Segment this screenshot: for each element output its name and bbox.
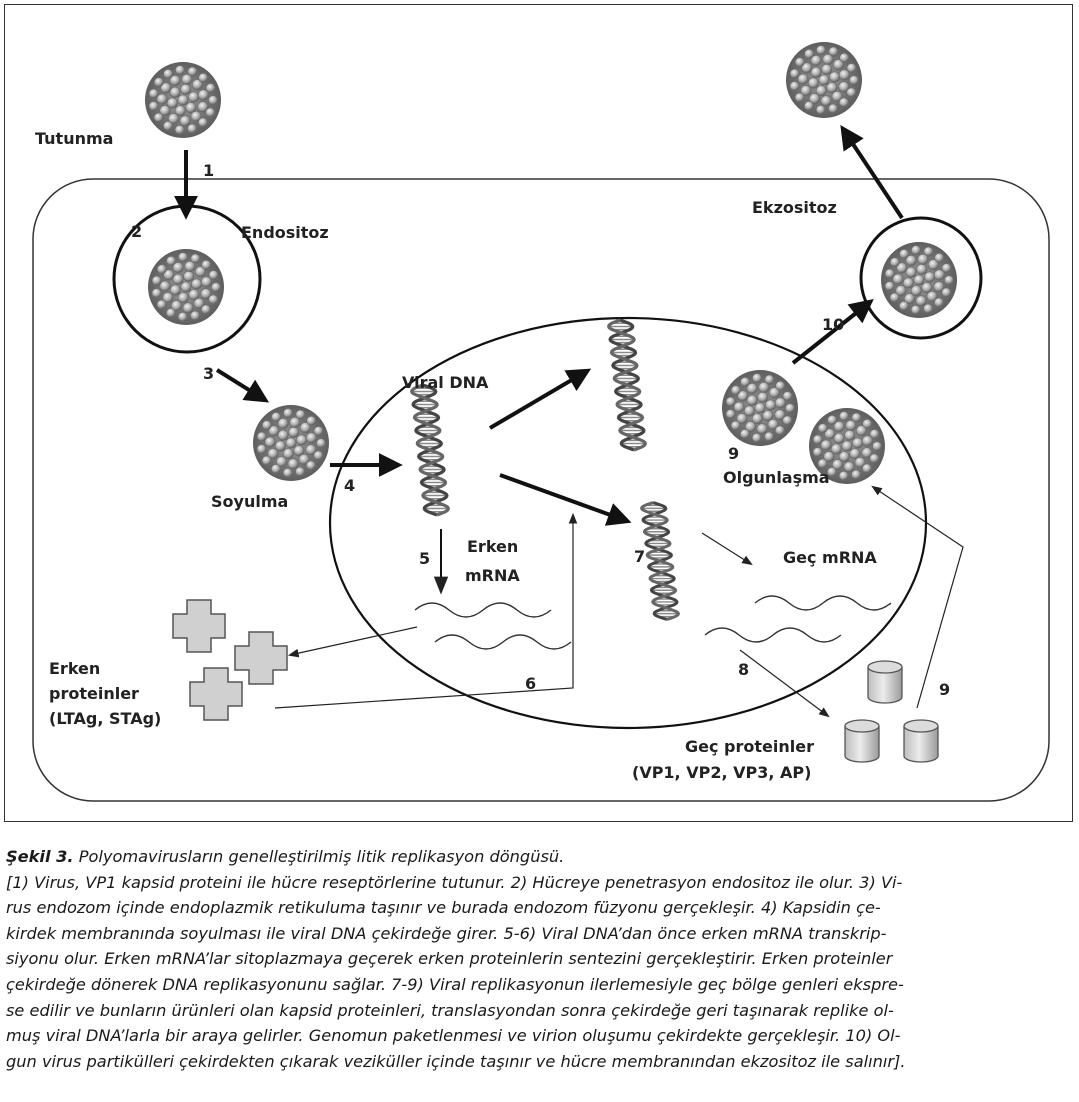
early-mrna-wave-1 (414, 602, 552, 618)
step-number-4: 4 (344, 476, 355, 495)
step-number-9-transport: 9 (939, 680, 950, 699)
caption-line: muş viral DNA’larla bir araya gelirler. … (6, 1026, 901, 1046)
caption-line: rus endozom içinde endoplazmik retikulum… (6, 898, 881, 918)
late-protein-1 (867, 660, 903, 704)
caption-line: gun virus partikülleri çekirdekten çıkar… (6, 1051, 906, 1071)
caption-title: Şekil 3. Polyomavirusların genelleştiril… (6, 844, 1072, 870)
step-number-6: 6 (525, 674, 536, 693)
label-erken-mrna-line2: mRNA (465, 566, 520, 585)
late-mrna-wave-1 (754, 595, 892, 611)
step-number-7: 7 (634, 547, 645, 566)
cell-membrane (32, 178, 1050, 802)
label-erken-mrna-line1: Erken (467, 537, 518, 556)
arrow-step-9 (871, 485, 964, 709)
step-number-10: 10 (822, 315, 844, 334)
virion-exocytosis-vesicle (880, 241, 958, 319)
arrow-early-proteins (287, 626, 418, 658)
figure-caption: Şekil 3. Polyomavirusların genelleştiril… (6, 844, 1072, 1074)
label-ekzositoz: Ekzositoz (752, 198, 837, 217)
arrow-dna-replication (488, 368, 592, 430)
caption-line: siyonu olur. Erken mRNA’lar sitoplazmaya… (6, 949, 893, 969)
caption-line: se edilir ve bunların ürünleri olan kaps… (6, 1000, 894, 1020)
early-protein-1 (172, 599, 226, 653)
step-number-3: 3 (203, 364, 214, 383)
label-olgunlasma: Olgunlaşma (723, 468, 830, 487)
late-mrna-wave-2 (704, 627, 842, 643)
step-number-5: 5 (419, 549, 430, 568)
arrow-exocytosis (840, 124, 904, 220)
virion-mature-1 (721, 369, 799, 447)
label-viral-dna: Viral DNA (402, 373, 489, 392)
label-erken-proteinler-line2: proteinler (49, 684, 139, 703)
label-soyulma: Soyulma (211, 492, 288, 511)
virion-attachment (144, 61, 222, 139)
label-tutunma: Tutunma (35, 129, 113, 148)
virion-released (785, 41, 863, 119)
early-mrna-wave-2 (434, 634, 572, 650)
arrow-step-7 (499, 473, 632, 526)
late-protein-3 (903, 719, 939, 763)
label-gec-proteinler-line1: Geç proteinler (685, 737, 814, 756)
figure-frame: Tutunma Endositoz Soyulma Viral DNA Erke… (4, 4, 1073, 822)
caption-figure-number: Şekil 3. (6, 847, 74, 866)
virion-endosome (147, 248, 225, 326)
arrow-step-3 (215, 368, 270, 403)
arrow-late-mrna (701, 532, 753, 566)
step-number-8: 8 (738, 660, 749, 679)
viral-dna-helix-1 (410, 383, 450, 517)
caption-line: [1) Virus, VP1 kapsid proteini ile hücre… (6, 872, 903, 892)
label-gec-proteinler-line2: (VP1, VP2, VP3, AP) (632, 763, 811, 782)
viral-dna-helix-late (640, 500, 680, 622)
arrow-step-10 (791, 299, 874, 365)
caption-line: kirdek membranında soyulması ile viral D… (6, 923, 887, 943)
label-endositoz: Endositoz (241, 223, 329, 242)
label-erken-proteinler-line3: (LTAg, STAg) (49, 709, 161, 728)
arrow-step-8 (739, 649, 830, 718)
virion-uncoating (252, 404, 330, 482)
lytic-cycle-diagram: Tutunma Endositoz Soyulma Viral DNA Erke… (32, 41, 1050, 802)
caption-line: çekirdeğe dönerek DNA replikasyonunu sağ… (6, 974, 904, 994)
early-protein-2 (234, 631, 288, 685)
step-number-9-maturation: 9 (728, 444, 739, 463)
label-erken-proteinler-line1: Erken (49, 659, 100, 678)
early-protein-3 (189, 667, 243, 721)
late-protein-2 (844, 719, 880, 763)
step-number-2: 2 (131, 222, 142, 241)
label-gec-mrna: Geç mRNA (783, 548, 877, 567)
viral-dna-helix-replicated (607, 318, 647, 452)
exocytosis-vesicle (859, 216, 983, 340)
step-number-1: 1 (203, 161, 214, 180)
caption-title-text: Polyomavirusların genelleştirilmiş litik… (73, 847, 565, 866)
arrow-step-6 (274, 512, 578, 709)
